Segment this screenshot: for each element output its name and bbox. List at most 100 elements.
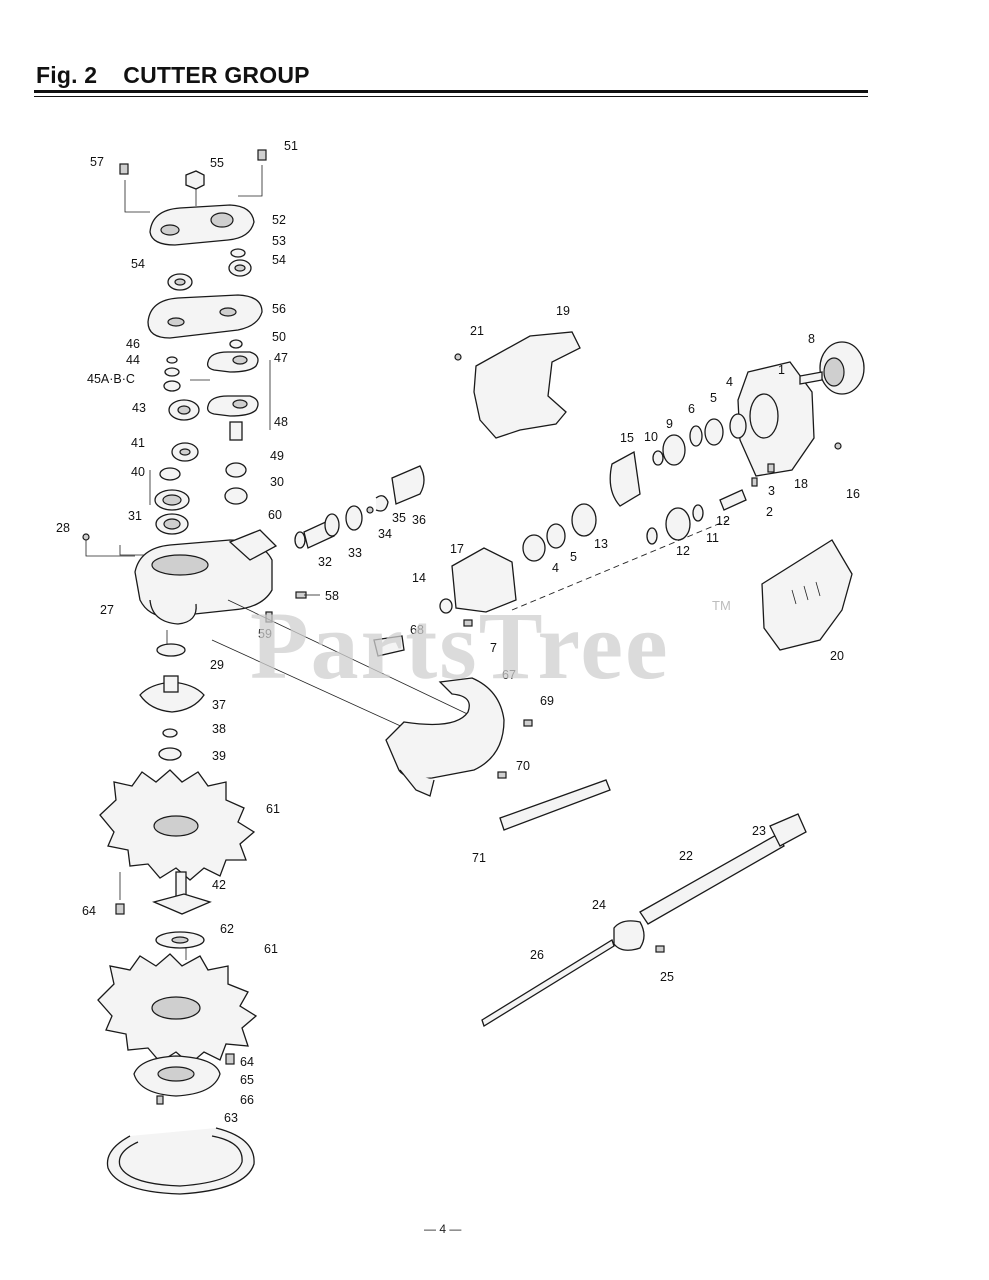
part-callout: 61 (266, 802, 280, 816)
part-callout: 15 (620, 431, 634, 445)
part-callout: 23 (752, 824, 766, 838)
part-callout: 59 (258, 627, 272, 641)
part-callout: 30 (270, 475, 284, 489)
part-callout: 32 (318, 555, 332, 569)
part-callout: 51 (284, 139, 298, 153)
crank-arms (163, 339, 259, 441)
part-callout: 60 (268, 508, 282, 522)
side-cover (761, 539, 853, 651)
shaft-bearings-horizontal (265, 465, 425, 623)
bottom-cover-and-ring (106, 1053, 255, 1195)
trademark-mark: TM (712, 598, 731, 613)
part-callout: 47 (274, 351, 288, 365)
title-rule-thick (34, 90, 868, 93)
gasket-plate (147, 294, 263, 339)
part-callout: 39 (212, 749, 226, 763)
part-callout: 10 (644, 430, 658, 444)
part-callout: 48 (274, 415, 288, 429)
part-callout: 25 (660, 970, 674, 984)
part-callout: 68 (410, 623, 424, 637)
part-callout: 3 (768, 484, 775, 498)
part-callout: 34 (378, 527, 392, 541)
part-callout: 27 (100, 603, 114, 617)
figure-title: CUTTER GROUP (123, 62, 310, 88)
part-callout: 71 (472, 851, 486, 865)
part-callout: 41 (131, 436, 145, 450)
part-callout: 53 (272, 234, 286, 248)
figure-number: Fig. 2 (36, 62, 98, 88)
part-callout: 54 (272, 253, 286, 267)
lower-blade (97, 953, 258, 1065)
center-shaft-and-washer (115, 871, 212, 949)
part-callout: 56 (272, 302, 286, 316)
part-callout: 4 (552, 561, 559, 575)
part-callout: 45A·B·C (87, 372, 135, 386)
watermark: PartsTree (250, 592, 670, 699)
part-callout: 67 (502, 668, 516, 682)
part-callout: 64 (240, 1055, 254, 1069)
part-callout: 61 (264, 942, 278, 956)
head-assembly-lines (119, 165, 271, 960)
part-callout: 11 (706, 531, 719, 545)
part-callout: 42 (212, 878, 226, 892)
part-callout: 17 (450, 542, 464, 556)
gear-case-housing (82, 529, 278, 625)
upper-blade (99, 769, 256, 881)
part-callout: 66 (240, 1093, 254, 1107)
part-callout: 69 (540, 694, 554, 708)
part-callout: 52 (272, 213, 286, 227)
part-callout: 65 (240, 1073, 254, 1087)
part-callout: 6 (688, 402, 695, 416)
guard-and-bracket (211, 599, 533, 797)
part-callout: 9 (666, 417, 673, 431)
part-callout: 29 (210, 658, 224, 672)
part-callout: 64 (82, 904, 96, 918)
part-callout: 57 (90, 155, 104, 169)
part-callout: 5 (710, 391, 717, 405)
top-shroud (454, 331, 581, 439)
part-callout: 24 (592, 898, 606, 912)
part-callout: 43 (132, 401, 146, 415)
part-callout: 14 (412, 571, 426, 585)
part-callout: 7 (490, 641, 497, 655)
part-callout: 62 (220, 922, 234, 936)
part-callout: 19 (556, 304, 570, 318)
part-callout: 26 (530, 948, 544, 962)
warning-label (499, 779, 611, 831)
part-callout: 37 (212, 698, 226, 712)
part-callout: 12 (676, 544, 690, 558)
part-callout: 55 (210, 156, 224, 170)
gear-case-body (439, 519, 729, 627)
part-callout: 54 (131, 257, 145, 271)
part-callout: 44 (126, 353, 140, 367)
part-callout: 46 (126, 337, 140, 351)
part-callout: 1 (778, 363, 785, 377)
drive-shaft-tube (481, 813, 807, 1027)
part-callout: 13 (594, 537, 608, 551)
part-callout: 58 (325, 589, 339, 603)
part-callout: 8 (808, 332, 815, 346)
part-callout: 12 (716, 514, 730, 528)
cams-and-bearings (154, 399, 248, 535)
part-callout: 20 (830, 649, 844, 663)
gear-cover-plate (119, 149, 267, 246)
part-callout: 16 (846, 487, 860, 501)
part-callout: 2 (766, 505, 773, 519)
part-callout: 18 (794, 477, 808, 491)
part-callout: 4 (726, 375, 733, 389)
title-rule-thin (34, 96, 868, 97)
part-callout: 35 (392, 511, 406, 525)
bearings-upper (167, 248, 252, 291)
part-callout: 50 (272, 330, 286, 344)
gear-train (522, 413, 775, 562)
part-callout: 70 (516, 759, 530, 773)
part-callout: 5 (570, 550, 577, 564)
part-callout: 63 (224, 1111, 238, 1125)
part-callout: 49 (270, 449, 284, 463)
page-number: — 4 — (424, 1222, 462, 1236)
part-callout: 21 (470, 324, 484, 338)
clutch-housing-and-drum (737, 341, 865, 477)
part-callout: 38 (212, 722, 226, 736)
